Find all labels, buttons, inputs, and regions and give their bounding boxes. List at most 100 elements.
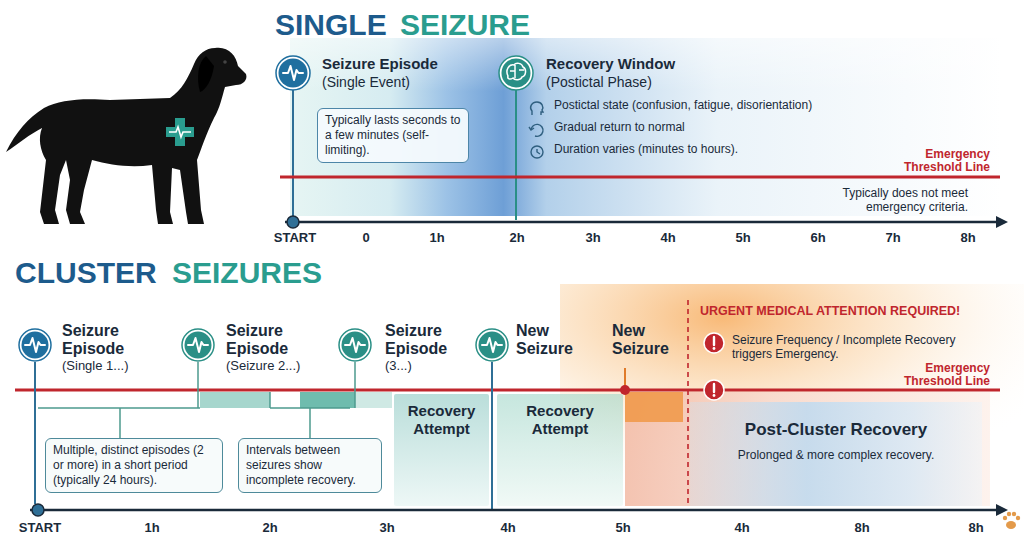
section-title: SEIZURE bbox=[400, 8, 530, 42]
interval-block bbox=[300, 392, 355, 408]
node-text: (Seizure 2...) bbox=[226, 358, 330, 374]
urgent-banner: URGENT MEDICAL ATTENTION REQUIRED! bbox=[700, 304, 960, 319]
status-note: Typically does not meet emergency criter… bbox=[808, 186, 968, 214]
event-label: Seizure Episode(Seizure 2...) bbox=[226, 322, 330, 374]
axis-label: START bbox=[274, 230, 316, 245]
node-text: (3...) bbox=[385, 358, 477, 374]
alert-icon bbox=[704, 380, 724, 400]
node-heading: New Seizure bbox=[612, 322, 684, 358]
axis-label: 4h bbox=[660, 230, 675, 245]
event-stem bbox=[34, 362, 36, 504]
node-heading: Multiple, distinct episodes (2 or more) … bbox=[53, 443, 215, 488]
axis-label: START bbox=[19, 520, 61, 535]
axis-label: 1h bbox=[144, 520, 159, 535]
node-heading: Post-Cluster Recovery bbox=[700, 420, 972, 440]
axis-label: 7h bbox=[885, 230, 900, 245]
note-box: Intervals between seizures show incomple… bbox=[238, 438, 382, 493]
recovery-label: Recovery Window(Postictal Phase) Posticta… bbox=[546, 55, 886, 157]
axis-label: 6h bbox=[810, 230, 825, 245]
emergency-threshold-line bbox=[280, 176, 1000, 179]
recovery-band: Recovery Attempt bbox=[394, 394, 489, 506]
event-label: New Seizure bbox=[516, 322, 596, 358]
event-label: Seizure Episode(Single Event) bbox=[322, 55, 502, 91]
node-heading: Seizure Episode bbox=[226, 322, 330, 358]
time-axis bbox=[30, 509, 1000, 512]
node-heading: Seizure Episode bbox=[62, 322, 172, 358]
axis-label: 0 bbox=[362, 230, 369, 245]
node-heading: Recovery Window bbox=[546, 55, 886, 73]
brain-icon bbox=[499, 56, 533, 90]
interval-block bbox=[355, 392, 392, 408]
axis-label: 8h bbox=[854, 520, 869, 535]
dog-body bbox=[6, 48, 246, 224]
section-title: CLUSTER bbox=[15, 256, 157, 290]
node-heading: Recovery Attempt bbox=[398, 402, 485, 438]
dog-eye bbox=[223, 60, 227, 64]
recovery-stem bbox=[515, 89, 517, 220]
axis-label: 2h bbox=[262, 520, 277, 535]
seizure-icon bbox=[276, 56, 310, 90]
dog-ear bbox=[198, 56, 214, 92]
threshold-label: Emergency Threshold Line bbox=[890, 148, 990, 174]
node-text: Postictal state (confusion, fatigue, dis… bbox=[546, 97, 886, 113]
node-text: (Postictal Phase) bbox=[546, 73, 886, 91]
return-icon bbox=[529, 124, 543, 136]
emergency-threshold-line bbox=[15, 389, 1000, 392]
axis-label: 4h bbox=[734, 520, 749, 535]
interval-block bbox=[200, 392, 270, 408]
seizure-icon bbox=[19, 329, 51, 361]
emergency-zone bbox=[625, 392, 990, 506]
start-dot bbox=[32, 504, 44, 516]
axis-label: 5h bbox=[735, 230, 750, 245]
axis-label: 3h bbox=[585, 230, 600, 245]
node-heading: Seizure Episode bbox=[385, 322, 477, 358]
axis-label: 8h bbox=[968, 520, 983, 535]
list-icons bbox=[529, 102, 543, 158]
node-text: (Single 1...) bbox=[62, 358, 172, 374]
node-text: (Single Event) bbox=[322, 73, 502, 91]
event-stem bbox=[491, 362, 493, 510]
recovery-gradient bbox=[290, 38, 1002, 216]
node-text: Gradual return to normal bbox=[546, 119, 886, 135]
section-title: SEIZURES bbox=[172, 256, 322, 290]
threshold-label: Emergency Threshold Line bbox=[890, 362, 990, 388]
recovery-band: Recovery Attempt bbox=[497, 394, 623, 506]
late-seizure-block bbox=[625, 392, 683, 422]
post-cluster-band: Post-Cluster RecoveryProlonged & more co… bbox=[690, 402, 982, 506]
seizure-icon bbox=[339, 329, 371, 361]
note-box: Multiple, distinct episodes (2 or more) … bbox=[45, 438, 223, 493]
alert-icon bbox=[704, 333, 724, 353]
event-stem bbox=[292, 89, 294, 216]
time-axis bbox=[285, 221, 1000, 224]
axis-arrowhead bbox=[996, 504, 1008, 516]
start-dot bbox=[287, 216, 299, 228]
node-heading: New Seizure bbox=[516, 322, 596, 358]
event-label: Seizure Episode(Single 1...) bbox=[62, 322, 172, 374]
medical-cross bbox=[166, 118, 194, 146]
axis-arrowhead bbox=[996, 216, 1008, 228]
event-label: New Seizure bbox=[612, 322, 684, 358]
dog-silhouette bbox=[6, 48, 246, 224]
event-label: Seizure Episode(3...) bbox=[385, 322, 477, 374]
axis-label: 4h bbox=[500, 520, 515, 535]
node-heading: Recovery Attempt bbox=[501, 402, 619, 438]
node-text: Prolonged & more complex recovery. bbox=[700, 448, 972, 463]
bracket-lines bbox=[38, 362, 355, 438]
axis-label: 8h bbox=[960, 230, 975, 245]
axis-label: 5h bbox=[615, 520, 630, 535]
alert-note: Seizure Frequency / Incomplete Recovery … bbox=[732, 333, 972, 361]
node-heading: Seizure Episode bbox=[322, 55, 502, 73]
head-icon bbox=[531, 102, 543, 115]
note-box: Typically lasts seconds to a few minutes… bbox=[317, 108, 469, 163]
section-title: SINGLE bbox=[275, 8, 387, 42]
urgent-divider bbox=[687, 300, 689, 505]
clock-icon bbox=[531, 146, 543, 158]
axis-label: 1h bbox=[429, 230, 444, 245]
axis-label: 2h bbox=[509, 230, 524, 245]
axis-label: 3h bbox=[379, 520, 394, 535]
node-heading: Intervals between seizures show incomple… bbox=[246, 443, 374, 488]
node-text: Duration varies (minutes to hours). bbox=[546, 141, 886, 157]
seizure-icon bbox=[476, 329, 508, 361]
paw-icon bbox=[1003, 512, 1020, 529]
